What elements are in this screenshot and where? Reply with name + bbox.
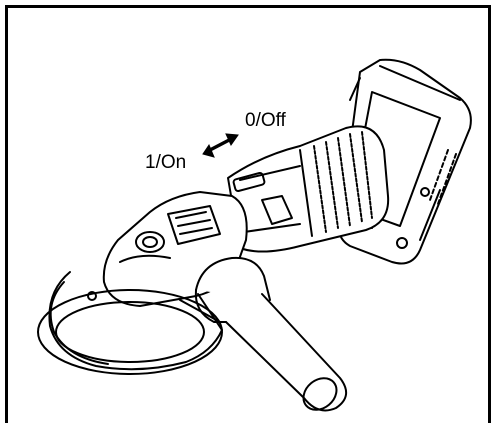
motor-body	[227, 125, 390, 253]
switch-direction-arrow	[202, 133, 239, 158]
off-position-label: 0/Off	[245, 110, 286, 131]
side-handle	[194, 256, 347, 412]
on-position-label: 1/On	[145, 152, 187, 173]
